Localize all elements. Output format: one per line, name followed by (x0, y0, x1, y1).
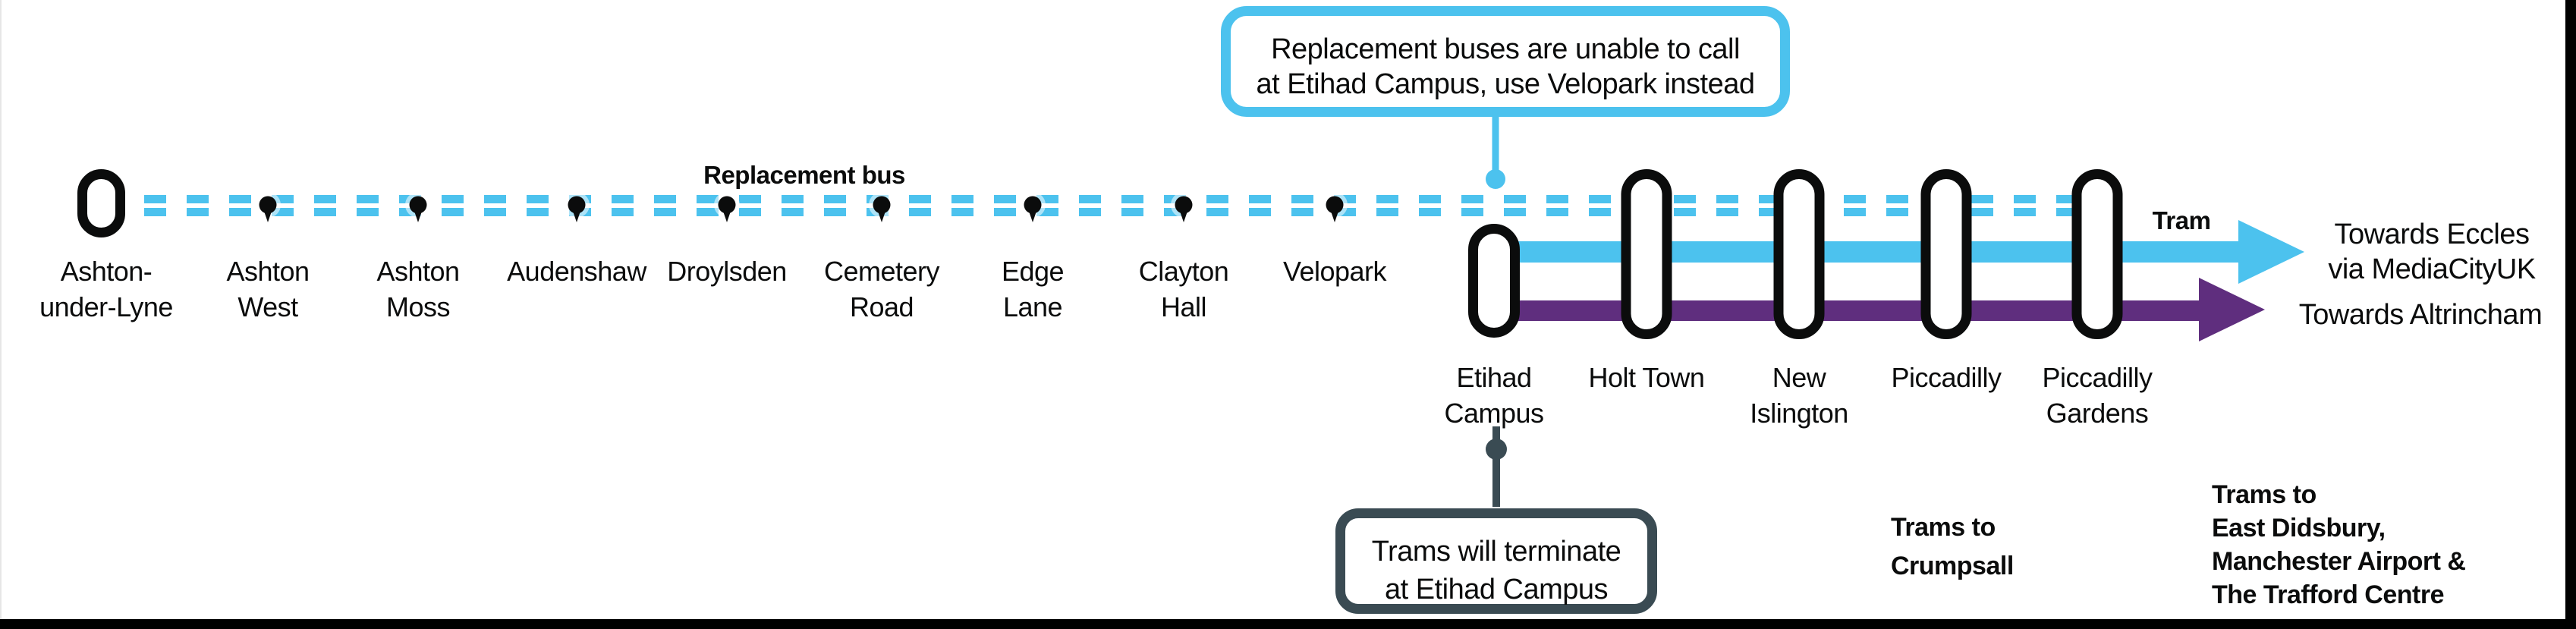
note-text-line: Crumpsall (1891, 552, 2014, 580)
bus-stop-pin-ashton-west (255, 192, 281, 222)
note-text-line: Manchester Airport & (2212, 547, 2466, 576)
bottom-black-bar (0, 619, 2576, 629)
station-name-line: Velopark (1282, 256, 1387, 287)
note-trams-to-south-lines: Trams to East Didsbury, Manchester Airpo… (2212, 478, 2466, 612)
callout-text-line: Trams will terminate (1371, 536, 1621, 568)
station-oval-piccadilly (1920, 169, 1972, 339)
station-name-line: Piccadilly (1891, 362, 2002, 393)
station-name-line: Ashton (376, 256, 460, 287)
station-label-velopark: Velopark (1206, 253, 1464, 289)
eccles-arrowhead (2238, 220, 2304, 284)
station-name-line: Cemetery (823, 256, 940, 287)
station-label-audenshaw: Audenshaw (448, 253, 706, 289)
left-edge-hairline (0, 0, 2, 629)
station-name-line: Piccadilly (2042, 362, 2153, 393)
station-name-line: Moss (385, 291, 451, 322)
station-label-new-islington: New Islington (1670, 360, 1928, 431)
station-name-line: under-Lyne (39, 291, 173, 322)
station-name-line: Audenshaw (507, 256, 646, 287)
bus-stop-pin-audenshaw (564, 192, 590, 222)
station-label-etihad-campus: Etihad Campus (1365, 360, 1623, 431)
connector-dot-slate (1486, 439, 1507, 460)
station-label-clayton-hall: Clayton Hall (1055, 253, 1313, 325)
direction-text-line: Towards Eccles (2334, 219, 2530, 250)
direction-towards-eccles: Towards Eccles via MediaCityUK (2307, 217, 2557, 287)
station-label-ashton-under-lyne: Ashton- under-Lyne (0, 253, 235, 325)
station-oval-piccadilly-gardens (2071, 169, 2123, 339)
right-black-bar (2565, 0, 2576, 629)
note-text-line: East Didsbury, (2212, 514, 2386, 543)
callout-text-line: at Etihad Campus (1384, 574, 1609, 605)
station-label-edge-lane: Edge Lane (904, 253, 1162, 325)
note-text-line: The Trafford Centre (2212, 580, 2444, 609)
bus-stop-pin-edge-lane (1020, 192, 1046, 222)
replacement-bus-label: Replacement bus (703, 161, 905, 189)
bus-stop-pin-droylsden (714, 192, 740, 222)
callout-replacement-buses-note: Replacement buses are unable to call at … (1221, 6, 1790, 117)
station-name-line: West (237, 291, 298, 322)
altrincham-arrowhead (2199, 278, 2265, 341)
station-name-line: Holt Town (1588, 362, 1705, 393)
note-text-line: Trams to (1891, 513, 1996, 542)
bus-stop-pin-clayton-hall (1171, 192, 1197, 222)
connector-dot-blue (1486, 169, 1505, 189)
note-text-line: Trams to (2212, 480, 2317, 509)
station-label-ashton-moss: Ashton Moss (289, 253, 547, 325)
tram-label: Tram (2152, 206, 2211, 234)
callout-trams-terminate-note: Trams will terminate at Etihad Campus (1335, 508, 1657, 614)
station-oval-etihad-campus (1468, 224, 1520, 338)
station-name-line: Lane (1002, 291, 1063, 322)
station-name-line: Road (849, 291, 914, 322)
station-name-line: Etihad (1456, 362, 1532, 393)
tram-line-altrincham (1472, 278, 2265, 341)
station-label-droylsden: Droylsden (598, 253, 856, 289)
direction-towards-altrincham: Towards Altrincham (2298, 299, 2543, 331)
station-name-line: Droylsden (667, 256, 787, 287)
station-oval-new-islington (1773, 169, 1825, 339)
bus-stop-pin-cemetery-road (869, 192, 895, 222)
station-label-piccadilly: Piccadilly (1817, 360, 2075, 395)
direction-text-line: via MediaCityUK (2328, 253, 2536, 285)
station-label-piccadilly-gardens: Piccadilly Gardens (1968, 360, 2226, 431)
top-callout-connector (1486, 115, 1505, 189)
station-oval-holt-town (1621, 169, 1672, 339)
station-name-line: New (1772, 362, 1826, 393)
callout-text-line: at Etihad Campus, use Velopark instead (1256, 68, 1755, 100)
bus-stop-pin-velopark (1322, 192, 1348, 222)
callout-text-line: Replacement buses are unable to call (1271, 33, 1740, 65)
station-name-line: Islington (1750, 398, 1848, 429)
station-label-ashton-west: Ashton West (139, 253, 397, 325)
bus-stop-pin-ashton-moss (405, 192, 431, 222)
terminus-oval-ashton-under-lyne (77, 169, 125, 237)
station-name-line: Edge (1001, 256, 1065, 287)
station-label-holt-town: Holt Town (1518, 360, 1776, 395)
station-label-cemetery-road: Cemetery Road (753, 253, 1011, 325)
station-name-line: Ashton- (60, 256, 153, 287)
station-name-line: Clayton (1138, 256, 1229, 287)
bottom-callout-connector (1486, 426, 1507, 507)
station-name-line: Ashton (226, 256, 310, 287)
station-name-line: Gardens (2046, 398, 2149, 429)
station-name-line: Hall (1160, 291, 1207, 322)
note-trams-to-crumpsall: Trams to Crumpsall (1891, 508, 2014, 586)
station-name-line: Campus (1444, 398, 1544, 429)
